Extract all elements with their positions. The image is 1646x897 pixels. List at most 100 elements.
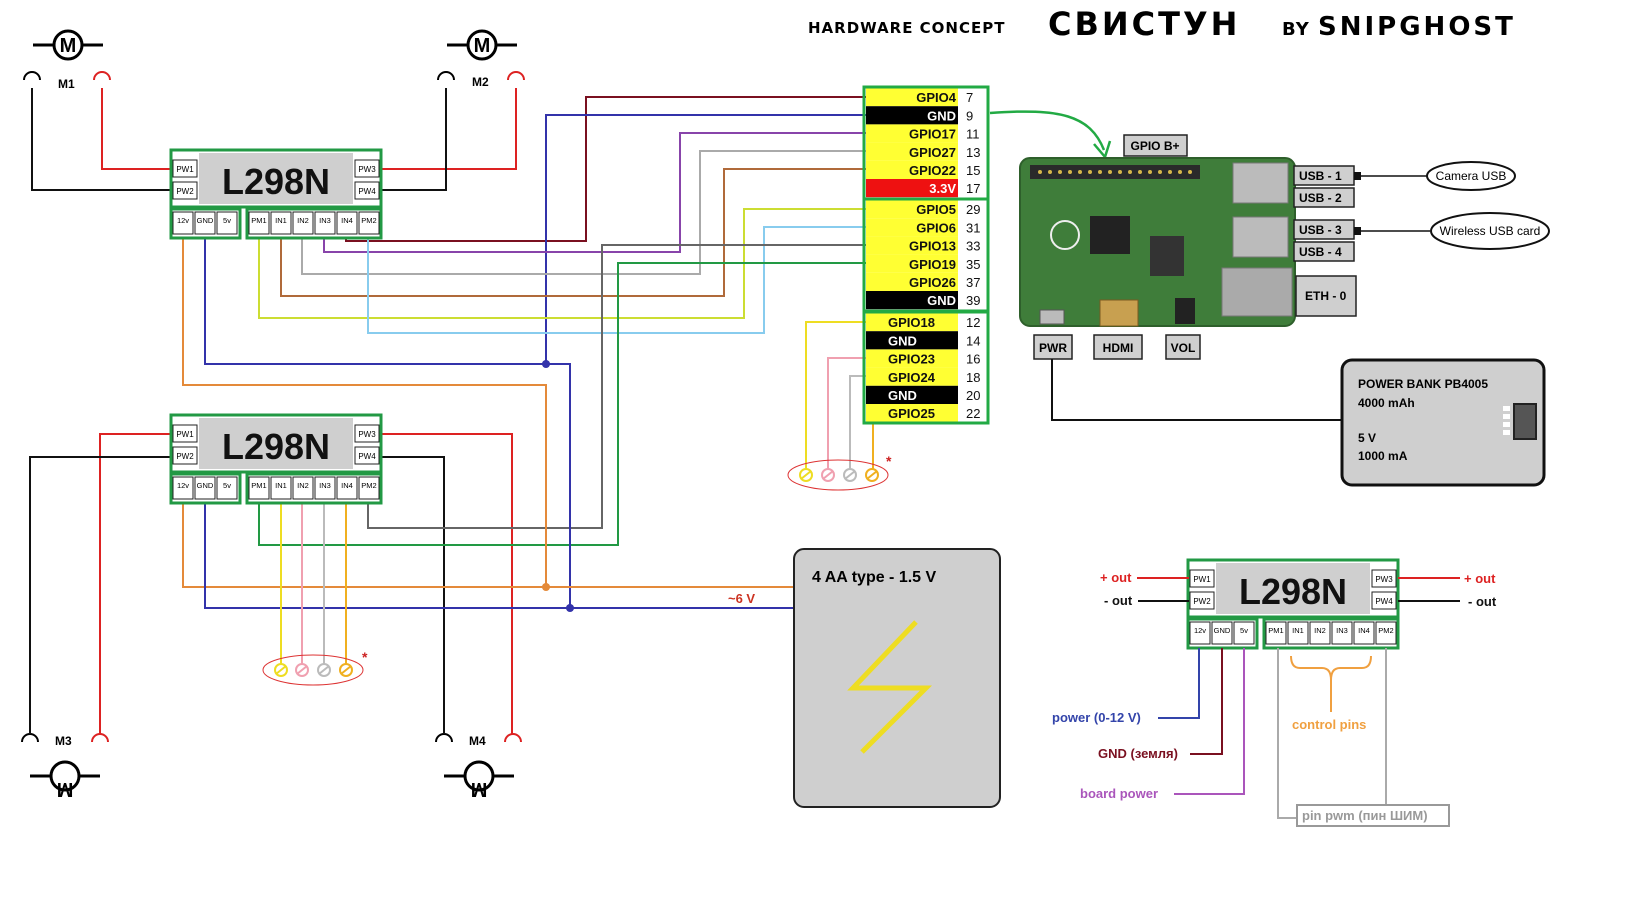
- gpio-pin-number: 17: [966, 181, 980, 196]
- gpio-pin-number: 11: [966, 127, 980, 142]
- pin-pm2: PM2: [361, 481, 376, 490]
- gpio-pin-number: 39: [966, 293, 980, 308]
- gpio-pin-row: GPIO17 11: [866, 124, 980, 143]
- gpio-pin-row: GPIO23 16: [866, 349, 980, 368]
- pin-5v: 5v: [223, 481, 231, 490]
- gpio-pin-name: GPIO24: [888, 370, 936, 385]
- terminal-star: *: [362, 649, 368, 665]
- motor-symbol: M: [474, 35, 491, 57]
- power-bank: POWER BANK PB4005 4000 mAh 5 V 1000 mA: [1051, 358, 1546, 487]
- hdmi-label: HDMI: [1103, 341, 1134, 355]
- power-bank-current: 1000 mA: [1358, 449, 1408, 463]
- gpio-pin-name: GND: [927, 293, 956, 308]
- pw4-label: PW4: [1375, 597, 1393, 606]
- pwr-label: PWR: [1039, 341, 1067, 355]
- pw3-label: PW3: [358, 165, 376, 174]
- l298n-driver-middle: L298N PW1 PW2 PW3 PW4 12v GND 5v PM1 IN1…: [169, 413, 383, 505]
- battery-voltage: ~6 V: [728, 591, 755, 606]
- pin-in4: IN4: [1358, 626, 1370, 635]
- pin-in4: IN4: [341, 216, 353, 225]
- pw4-label: PW4: [358, 452, 376, 461]
- driver-name: L298N: [222, 426, 330, 467]
- pin-gnd: GND: [197, 216, 214, 225]
- title-prefix: HARDWARE CONCEPT: [808, 19, 1005, 37]
- pin-12v: 12v: [1194, 626, 1206, 635]
- legend-minus-out-left: - out: [1104, 593, 1133, 608]
- gpio-pin-name: GPIO17: [909, 127, 956, 142]
- pin-pm2: PM2: [361, 216, 376, 225]
- legend-control-pins: control pins: [1292, 717, 1366, 732]
- wireless-label: Wireless USB card: [1440, 224, 1541, 238]
- pin-12v: 12v: [177, 481, 189, 490]
- pw2-label: PW2: [176, 452, 194, 461]
- pin-5v: 5v: [223, 216, 231, 225]
- gpio-label: GPIO B+: [1130, 139, 1179, 153]
- pw1-label: PW1: [176, 165, 194, 174]
- gpio-pin-number: 33: [966, 239, 980, 254]
- gpio-pin-name: GPIO6: [916, 220, 956, 235]
- gpio-pin-name: GPIO23: [888, 352, 935, 367]
- terminal-top: *: [787, 453, 892, 491]
- power-bank-model: POWER BANK PB4005: [1358, 377, 1488, 391]
- gpio-arrow: [989, 110, 1112, 160]
- gpio-pin-number: 22: [966, 406, 980, 421]
- motor-m2: M M2: [437, 29, 525, 89]
- gpio-pin-name: GPIO27: [909, 145, 956, 160]
- pin-in1: IN1: [275, 481, 287, 490]
- gpio-pin-name: GPIO26: [909, 275, 956, 290]
- usb-3-label: USB - 3: [1299, 223, 1342, 237]
- gpio-label-box: [1123, 134, 1188, 157]
- pin-in1: IN1: [275, 216, 287, 225]
- l298n-driver-top: L298N PW1 PW2 PW3 PW4 12v GND 5v PM1 IN1…: [169, 148, 383, 240]
- motor-m4: M4 M: [435, 733, 522, 800]
- pin-gnd: GND: [1214, 626, 1231, 635]
- legend-plus-out-left: + out: [1100, 570, 1132, 585]
- gpio-pin-name: GPIO25: [888, 406, 935, 421]
- gpio-pin-name: GND: [888, 333, 917, 348]
- gpio-pin-number: 9: [966, 108, 973, 123]
- gpio-pin-name: GPIO4: [916, 90, 957, 105]
- motor-m1-label: M1: [58, 77, 75, 91]
- pin-pm1: PM1: [251, 216, 266, 225]
- gpio-pin-name: GPIO5: [916, 202, 956, 217]
- pw4-label: PW4: [358, 187, 376, 196]
- pin-in1: IN1: [1292, 626, 1304, 635]
- gpio-pin-row: GPIO25 22: [866, 404, 980, 423]
- gpio-pin-number: 15: [966, 163, 980, 178]
- pin-in3: IN3: [1336, 626, 1348, 635]
- raspberry-pi-board: GPIO B+: [1019, 134, 1296, 327]
- gpio-pin-number: 37: [966, 275, 980, 290]
- title-name: СВИСТУН: [1048, 5, 1240, 43]
- usb-1-label: USB - 1: [1299, 169, 1342, 183]
- motor-symbol: M: [60, 35, 77, 57]
- motor-m4-label: M4: [469, 734, 486, 748]
- motor-m1: M M1: [23, 29, 111, 91]
- battery-pack: 4 AA type - 1.5 V ~6 V: [728, 548, 1001, 808]
- gpio-pin-number: 14: [966, 333, 980, 348]
- pin-5v: 5v: [1240, 626, 1248, 635]
- gpio-pin-name: GPIO18: [888, 315, 935, 330]
- terminal-bottom: *: [262, 649, 368, 686]
- pin-in3: IN3: [319, 216, 331, 225]
- gpio-pin-row: GPIO26 37: [866, 272, 980, 291]
- title-by: BY: [1282, 19, 1310, 40]
- gpio-pin-number: 16: [966, 352, 980, 367]
- pw3-label: PW3: [358, 430, 376, 439]
- pin-pm2: PM2: [1378, 626, 1393, 635]
- usb-2-label: USB - 2: [1299, 191, 1342, 205]
- pw3-label: PW3: [1375, 575, 1393, 584]
- pin-in3: IN3: [319, 481, 331, 490]
- gpio-pin-name: GPIO19: [909, 257, 956, 272]
